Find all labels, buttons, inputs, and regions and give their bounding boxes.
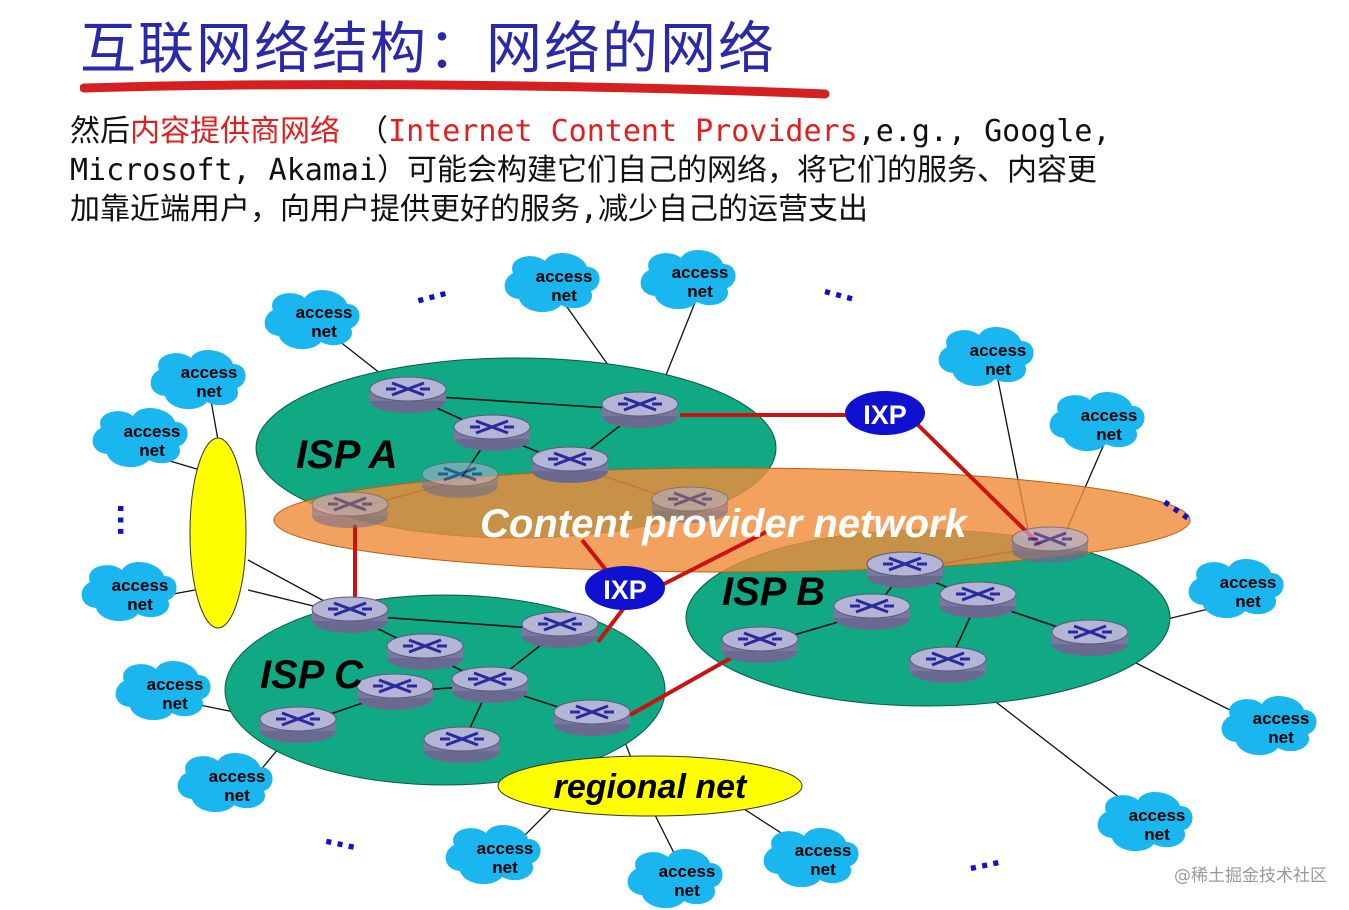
router-isp-b-5 [1050,618,1130,658]
para-paren: （ [340,114,389,149]
router-isp-c-7 [552,698,632,738]
isp-c-label: ISP C [260,653,364,697]
network-diagram: ISP A ISP B ISP C Content provider netwo… [81,250,1317,909]
para-highlight: 内容提供商网络 [130,114,340,149]
access-net-cloud: access net [445,825,541,885]
para-english: Internet Content Providers [388,114,858,149]
svg-text:net: net [687,282,713,301]
router-isp-b-1 [865,550,945,590]
access-net-cloud: access net [115,661,211,721]
access-net-cloud: access net [1221,696,1317,756]
access-net-cloud: access net [1188,559,1284,619]
svg-text:access: access [296,303,353,322]
router-isp-c-8 [422,725,502,765]
content-provider-oval [273,467,1191,573]
svg-text:access: access [147,675,204,694]
svg-text:access: access [209,767,266,786]
svg-text:net: net [127,595,153,614]
svg-text:net: net [674,881,700,900]
svg-text:access: access [124,422,181,441]
svg-text:net: net [1144,825,1170,844]
svg-text:access: access [1220,573,1277,592]
watermark: @稀土掘金技术社区 [1174,866,1327,886]
svg-text:net: net [311,322,337,341]
svg-text:regional net: regional net [554,768,748,806]
router-cpn-2 [310,490,390,530]
svg-text:net: net [810,860,836,879]
svg-text:access: access [1253,709,1310,728]
router-isp-c-4 [450,665,530,705]
ellipsis-mark: … [961,832,1005,880]
para-line3: 加靠近端用户，向用户提供更好的服务,减少自己的运营支出 [70,192,869,227]
svg-text:net: net [196,382,222,401]
access-net-cloud: access net [92,408,188,468]
router-isp-b-6 [908,645,988,685]
router-isp-c-1 [310,595,390,635]
svg-text:net: net [985,360,1011,379]
router-isp-a-1 [368,375,448,415]
peering-links [353,413,1042,717]
svg-text:access: access [659,862,716,881]
access-net-cloud: access net [504,253,600,313]
svg-text:net: net [224,786,250,805]
access-net-cloud: access net [264,290,360,350]
svg-text:access: access [672,263,729,282]
access-net-cloud: access net [150,350,246,410]
router-isp-c-2 [520,610,600,650]
para-line2: Microsoft, Akamai）可能会构建它们自己的网络，将它们的服务、内容… [70,153,1098,188]
access-net-cloud: access net [1097,792,1193,852]
router-cpn-4 [1010,525,1090,565]
router-isp-b-4 [720,625,800,665]
svg-text:net: net [1268,728,1294,747]
body-paragraph: 然后内容提供商网络 （Internet Content Providers,e.… [70,112,1335,229]
svg-text:access: access [181,363,238,382]
ixp-top: IXP [845,391,925,435]
svg-text:access: access [477,839,534,858]
isp-b-label: ISP B [722,570,825,614]
ellipsis-mark: … [110,502,151,538]
access-net-cloud: access net [763,828,859,888]
router-isp-c-5 [355,672,435,712]
ixp-middle: IXP [585,566,665,610]
ellipsis-mark: … [407,263,452,312]
router-isp-b-2 [938,580,1018,620]
svg-text:net: net [139,441,165,460]
svg-text:access: access [1129,806,1186,825]
svg-text:net: net [1096,425,1122,444]
access-net-cloud: access net [627,849,723,909]
router-isp-c-6 [258,705,338,745]
svg-text:net: net [162,694,188,713]
svg-text:net: net [492,858,518,877]
svg-text:access: access [795,841,852,860]
para-suffix: ,e.g., Google, [857,114,1111,149]
router-isp-b-3 [832,592,912,632]
router-isp-a-2 [600,390,680,430]
regional-net-bottom: regional net [497,755,803,817]
access-net-cloud: access net [81,562,177,622]
regional-net-left-oval [189,437,247,629]
router-isp-a-3 [452,413,532,453]
title-underline [80,80,830,99]
router-cpn-1 [420,460,500,500]
access-net-cloud: access net [938,327,1034,387]
isp-a-label: ISP A [296,433,398,477]
svg-text:IXP: IXP [863,400,907,430]
access-net-cloud: access net [640,250,736,310]
ellipsis-mark: … [320,811,364,859]
svg-text:access: access [536,267,593,286]
ellipsis-mark: … [818,261,863,310]
slide-title: 互联网络结构：网络的网络 [80,17,776,82]
svg-text:access: access [970,341,1027,360]
router-isp-a-4 [530,445,610,485]
content-provider-label: Content provider network [480,502,968,546]
router-isp-c-3 [385,632,465,672]
svg-text:access: access [112,576,169,595]
access-net-cloud: access net [177,753,273,813]
svg-text:access: access [1081,406,1138,425]
access-net-cloud: access net [1049,392,1145,452]
para-prefix: 然后 [70,114,130,149]
svg-text:net: net [1235,592,1261,611]
svg-text:IXP: IXP [603,575,647,605]
svg-text:net: net [551,286,577,305]
